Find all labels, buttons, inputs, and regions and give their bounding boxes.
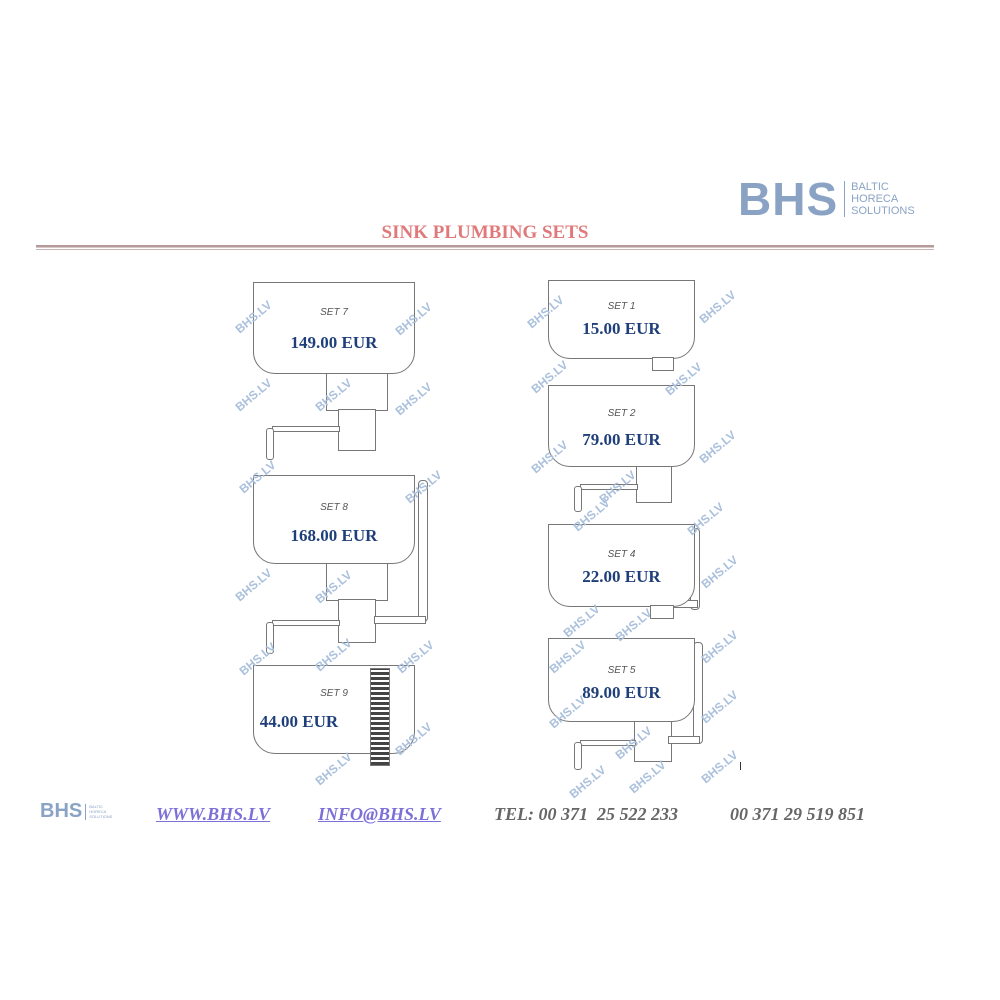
drain-valve (338, 409, 376, 451)
overflow-connector (668, 736, 700, 744)
sink-set-4: SET 4 22.00 EUR (548, 524, 695, 607)
watermark: BHS.LV (698, 627, 741, 667)
set-price: 22.00 EUR (582, 567, 661, 586)
set-price: 44.00 EUR (259, 712, 339, 731)
lever-handle (574, 742, 582, 770)
sink-set-2: SET 2 79.00 EUR (548, 385, 695, 467)
set-label: SET 7 (320, 307, 348, 318)
tick-mark (740, 762, 741, 770)
lever-handle (266, 428, 274, 460)
sink-set-8: SET 8 168.00 EUR (253, 475, 415, 564)
watermark: BHS.LV (232, 375, 275, 415)
overflow-connector (374, 616, 426, 624)
drain-valve (636, 465, 672, 503)
set-price: 168.00 EUR (290, 526, 378, 545)
email-link[interactable]: INFO@BHS.LV (318, 804, 441, 824)
logo-divider (844, 181, 846, 217)
website-link[interactable]: WWW.BHS.LV (156, 804, 271, 824)
watermark: BHS.LV (698, 552, 741, 592)
phone-1: TEL: 00 371 25 522 233 (494, 804, 678, 824)
overflow-pipe (418, 480, 428, 622)
sink-set-9: SET 9 44.00 EUR (253, 665, 415, 754)
set-label: SET 9 (320, 688, 348, 699)
logo-mark: BHS (738, 173, 839, 225)
sink-set-7: SET 7 149.00 EUR (253, 282, 415, 374)
watermark: BHS.LV (566, 762, 609, 802)
set-price: 79.00 EUR (582, 430, 661, 449)
watermark: BHS.LV (696, 427, 739, 467)
watermark: BHS.LV (698, 747, 741, 787)
header-rule-2 (36, 249, 934, 250)
set-label: SET 1 (607, 301, 636, 312)
watermark: BHS.LV (696, 287, 739, 327)
watermark: BHS.LV (684, 499, 727, 539)
watermark: BHS.LV (394, 637, 437, 677)
set-price: 89.00 EUR (582, 683, 661, 702)
lever-handle (266, 622, 274, 654)
drain-body (650, 605, 674, 619)
logo-divider (85, 803, 87, 820)
watermark: BHS.LV (698, 687, 741, 727)
sink-set-5: SET 5 89.00 EUR (548, 638, 695, 722)
lever-pipe (272, 426, 340, 432)
set-label: SET 5 (607, 665, 636, 676)
watermark: BHS.LV (312, 749, 355, 789)
page-title: SINK PLUMBING SETS (381, 222, 589, 243)
lever-pipe (272, 620, 340, 626)
drain-body (326, 561, 388, 601)
watermark: BHS.LV (626, 757, 669, 797)
set-label: SET 8 (320, 502, 348, 513)
watermark: BHS.LV (560, 601, 603, 641)
set-label: SET 2 (607, 408, 636, 419)
logo-mark: BHS (40, 800, 83, 822)
set-price: 15.00 EUR (582, 319, 661, 338)
drain-body (652, 357, 674, 371)
header-rule (36, 245, 934, 248)
set-price: 149.00 EUR (290, 333, 378, 352)
watermark: BHS.LV (392, 379, 435, 419)
set-label: SET 4 (607, 549, 636, 560)
phone-2: 00 371 29 519 851 (730, 804, 865, 824)
lever-handle (574, 486, 582, 512)
flexible-hose (370, 668, 390, 766)
sink-set-1: SET 1 15.00 EUR (548, 280, 695, 359)
watermark: BHS.LV (232, 565, 275, 605)
